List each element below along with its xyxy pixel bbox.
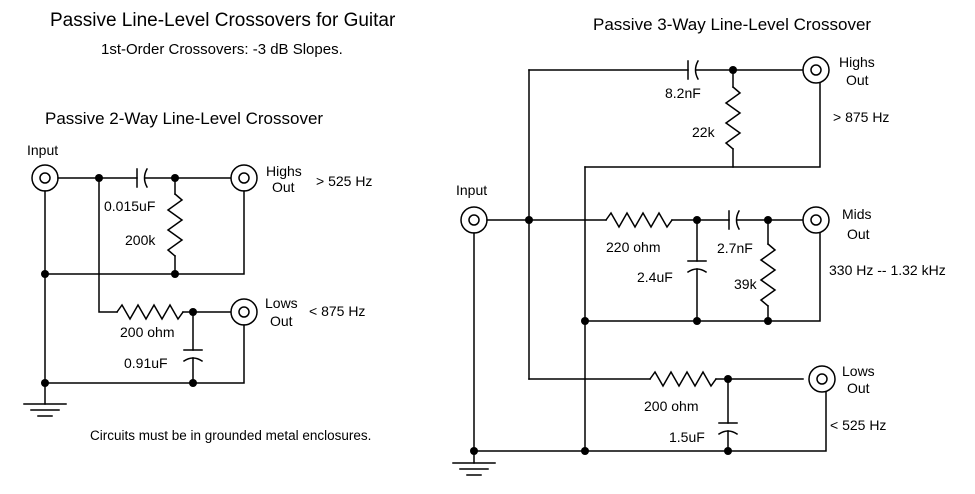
three-way-highs-freq: > 875 Hz [833,109,889,125]
two-way-cap-low-label: 0.91uF [124,355,168,371]
three-way-input-jack [460,206,488,234]
two-way-cap-high-label: 0.015uF [104,198,155,214]
three-way-res-mid-shunt-label: 39k [734,276,758,292]
three-way-lows-label-1: Lows [842,363,875,379]
two-way-highs-label-1: Highs [266,163,302,179]
three-way-cap-mid-shunt-label: 2.4uF [637,269,673,285]
three-way-title: Passive 3-Way Line-Level Crossover [593,15,871,34]
two-way-res-low-label: 200 ohm [120,324,174,340]
three-way-cap-high-label: 8.2nF [665,85,701,101]
three-way-lows-jack [808,365,836,393]
two-way-res-high-label: 200k [125,232,156,248]
three-way-res-mid-label: 220 ohm [606,239,660,255]
two-way-highs-jack [230,164,258,192]
two-way-circuit: Input 0.015uF 200k Highs Out > 525 Hz [23,142,372,417]
three-way-low-resistor [648,370,718,388]
three-way-lows-label-2: Out [847,380,870,396]
two-way-lows-freq: < 875 Hz [309,303,365,319]
three-way-circuit: Input 8.2nF 22k Highs Out > 875 Hz [452,54,946,476]
three-way-res-low-label: 200 ohm [644,398,698,414]
enclosure-note: Circuits must be in grounded metal enclo… [90,428,371,443]
three-way-mids-freq: 330 Hz -- 1.32 kHz [829,262,946,278]
three-way-cap-mid-series-label: 2.7nF [717,240,753,256]
subtitle: 1st-Order Crossovers: -3 dB Slopes. [101,41,343,58]
three-way-highs-label-1: Highs [839,54,875,70]
three-way-mids-label-2: Out [847,226,870,242]
two-way-ground-icon [23,403,67,417]
three-way-lows-freq: < 525 Hz [830,417,886,433]
two-way-lows-label-1: Lows [265,295,298,311]
three-way-mid-shunt-resistor [759,242,777,308]
three-way-res-high-label: 22k [692,124,716,140]
three-way-highs-jack [802,56,830,84]
two-way-lows-jack [230,298,258,326]
two-way-highs-label-2: Out [272,179,295,195]
two-way-title: Passive 2-Way Line-Level Crossover [45,109,323,128]
two-way-high-resistor [166,192,184,258]
two-way-input-jack [31,164,59,192]
three-way-mids-label-1: Mids [842,206,872,222]
three-way-high-resistor [724,85,742,151]
three-way-highs-label-2: Out [846,72,869,88]
main-title: Passive Line-Level Crossovers for Guitar [50,10,396,31]
two-way-low-resistor [115,303,185,321]
three-way-cap-low-label: 1.5uF [669,429,705,445]
three-way-ground-icon [452,462,496,476]
three-way-mid-resistor [604,211,674,229]
two-way-input-label: Input [27,142,58,158]
three-way-input-label: Input [456,182,487,198]
three-way-mids-jack [802,206,830,234]
two-way-lows-label-2: Out [270,313,293,329]
two-way-highs-freq: > 525 Hz [316,173,372,189]
